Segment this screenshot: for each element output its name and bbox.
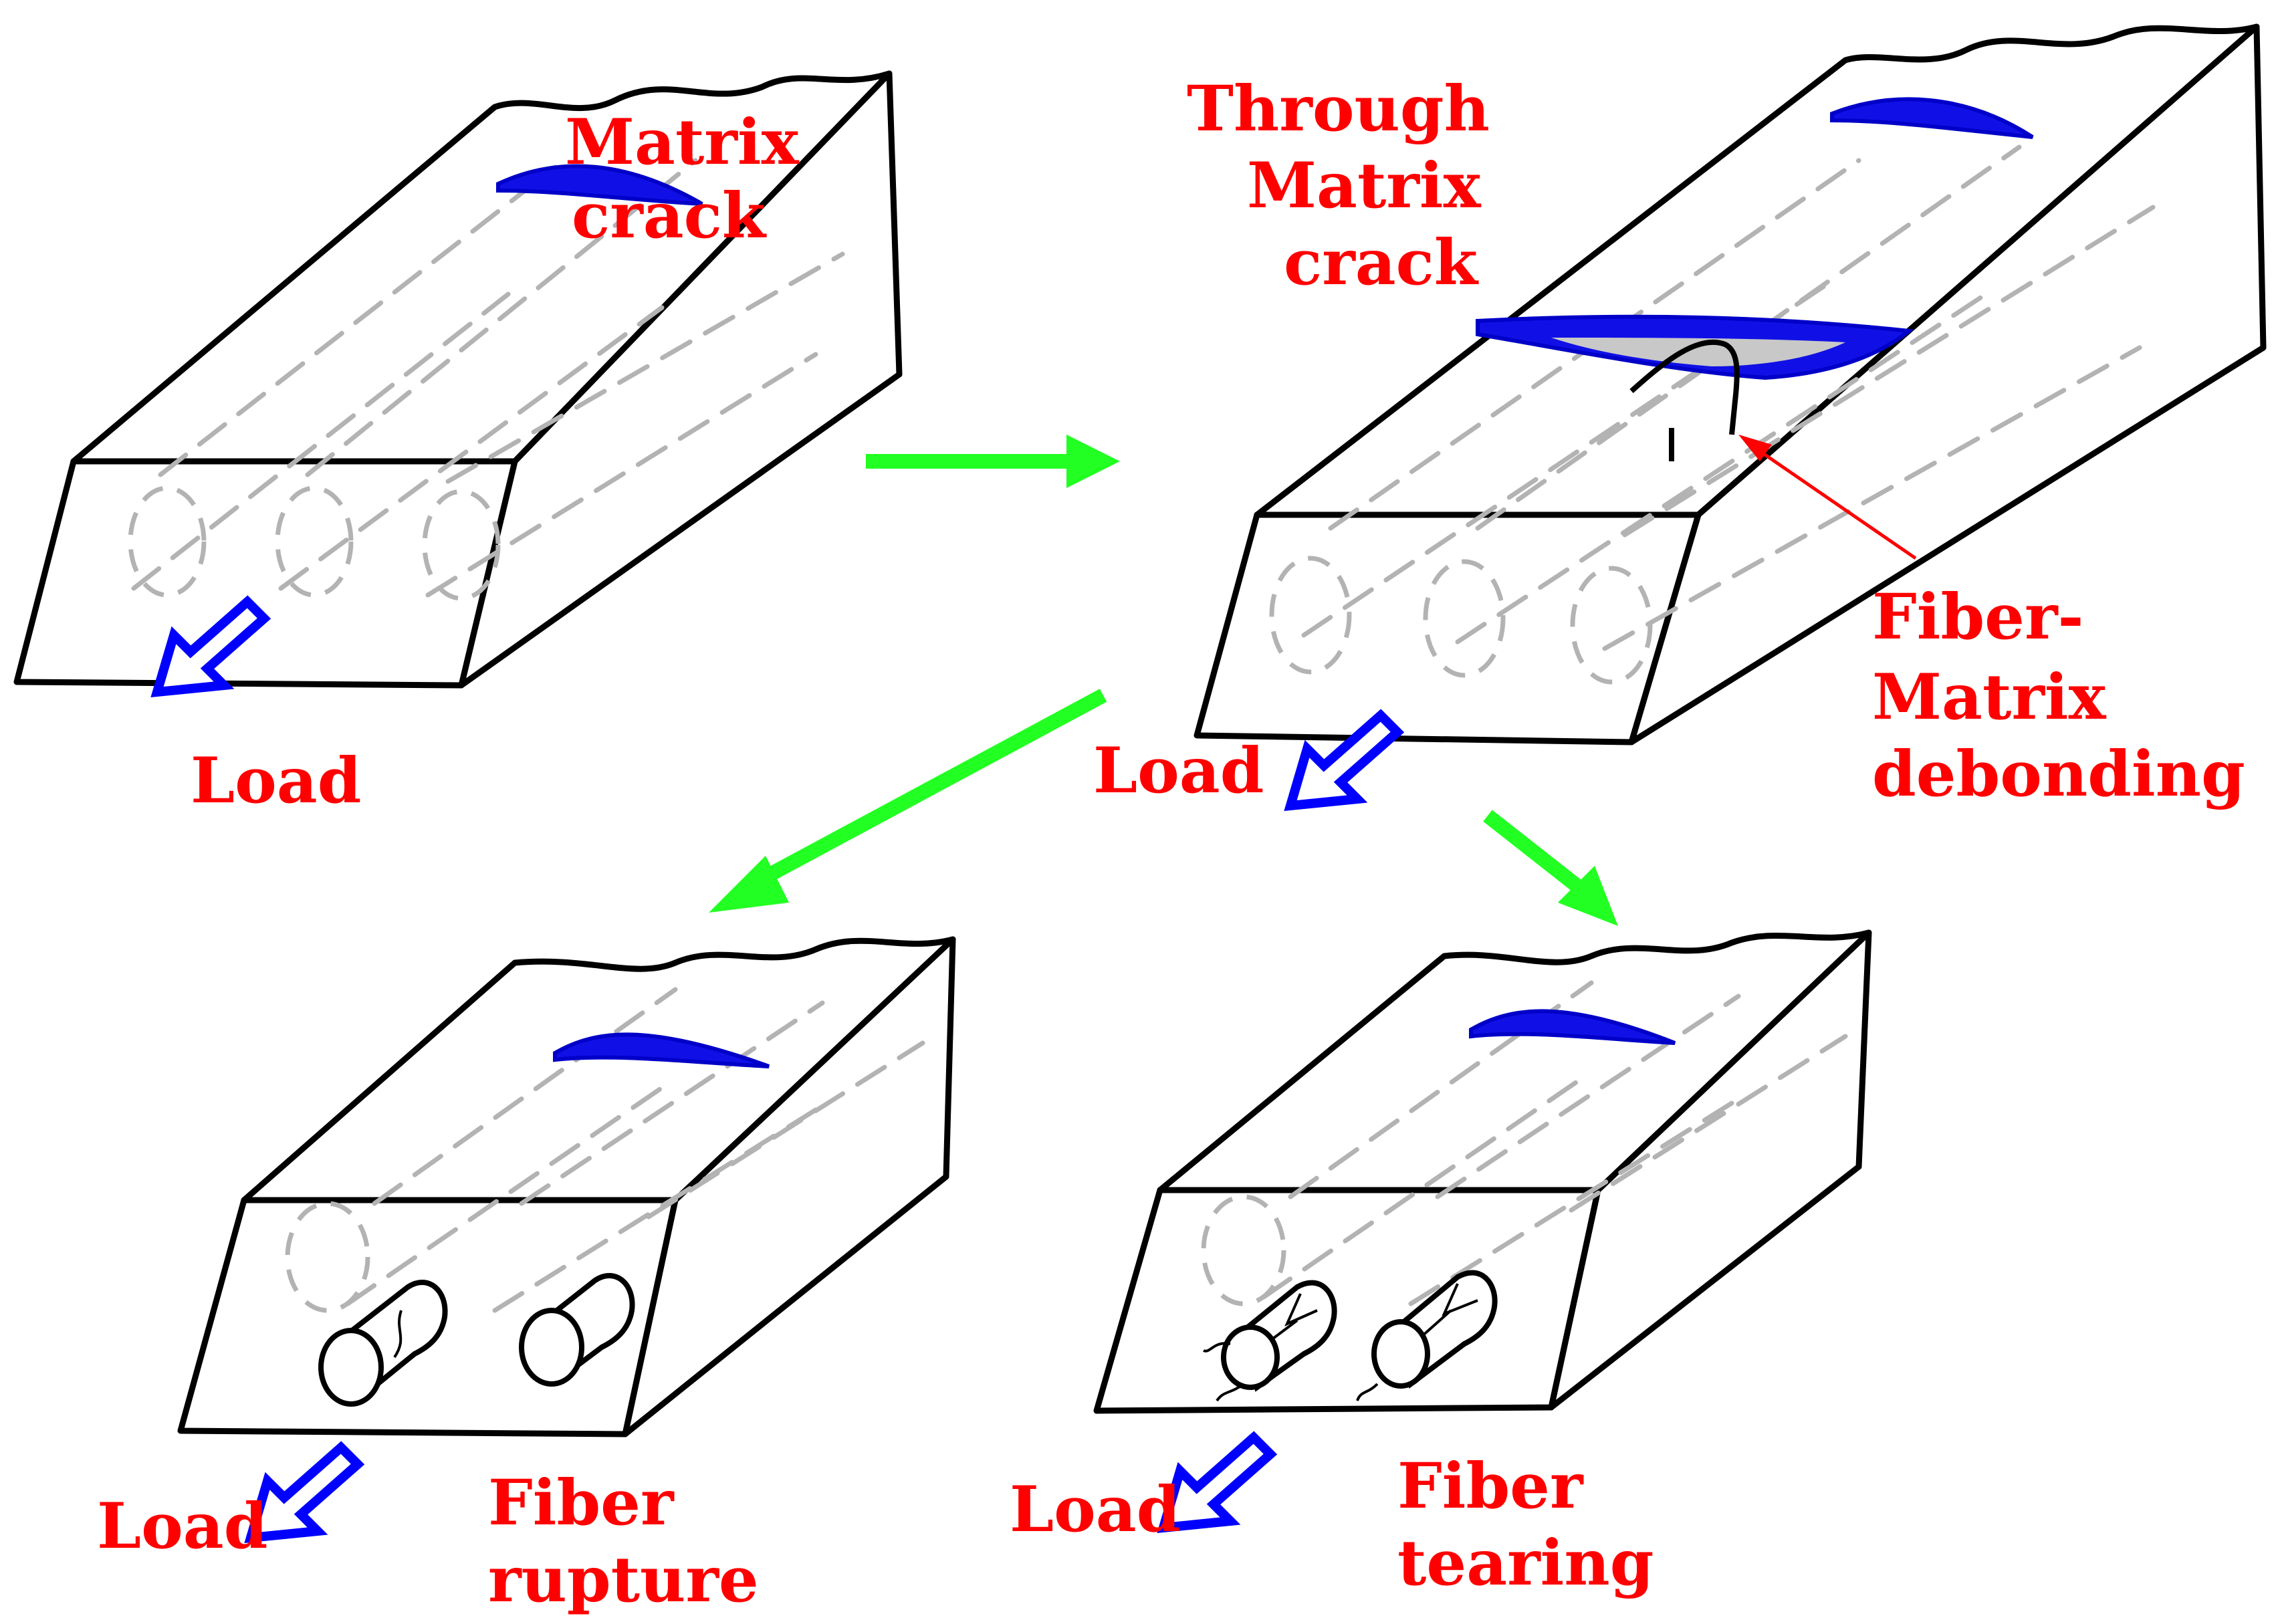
stage-2-debond-label-3: debonding xyxy=(1872,737,2245,811)
stage-4-torn-fiber-1 xyxy=(1203,1280,1337,1402)
stage-3-mode-label-2: rupture xyxy=(488,1543,759,1617)
stage-2-crack-label-3: crack xyxy=(1284,226,1479,300)
stage-2-front-face xyxy=(1193,511,1702,745)
stage-1-top-face xyxy=(70,70,893,465)
stage-2-crack-label-1: Through xyxy=(1187,72,1490,146)
stage-2-debond-label-1: Fiber- xyxy=(1872,580,2084,654)
stage-4-crack xyxy=(1469,1009,1676,1045)
stage-1-crack-label-1: Matrix xyxy=(565,106,800,179)
stage-3-top-face xyxy=(241,936,956,1203)
stage-3-ruptured-fiber-1 xyxy=(318,1280,448,1407)
stage-4-top-face xyxy=(1157,929,1872,1193)
stage-2-far-crack xyxy=(1830,97,2034,139)
stage-1-matrix-crack xyxy=(496,164,703,206)
stage-2-debonded-fiber xyxy=(1629,339,1740,461)
stage-1-load-label: Load xyxy=(191,744,361,818)
stage-4-torn-fiber-2 xyxy=(1356,1270,1498,1401)
stage-2-debond-pointer xyxy=(1754,446,1917,560)
stage-4-mode-label-2: tearing xyxy=(1397,1526,1654,1600)
stage-3-load-label: Load xyxy=(97,1490,267,1563)
stage-4-mode-label-1: Fiber xyxy=(1397,1449,1584,1523)
flow-arrow-3-icon xyxy=(1483,810,1618,926)
stage-4-load-label: Load xyxy=(1010,1473,1180,1546)
stage-4-front-face xyxy=(1093,1187,1601,1414)
stage-3-ruptured-fiber-2 xyxy=(519,1273,635,1387)
stage-3-hidden-fibers xyxy=(285,987,925,1313)
stage-2-load-label: Load xyxy=(1093,734,1264,808)
stage-1-load-arrow-icon xyxy=(150,595,271,697)
stage-2-top-face xyxy=(1254,23,2260,518)
stage-3-mode-label-1: Fiber xyxy=(488,1466,675,1540)
stage-4-load-arrow-icon xyxy=(1157,1431,1278,1533)
stage-2-debond-label-2: Matrix xyxy=(1872,661,2107,734)
stage-4-block xyxy=(1093,929,1872,1533)
stage-2-crack-opening xyxy=(1551,338,1845,366)
stage-1-front-face xyxy=(13,458,518,689)
stage-3-block xyxy=(177,936,956,1543)
flow-arrow-1-icon xyxy=(866,435,1120,488)
stage-2-crack-label-2: Matrix xyxy=(1247,149,1482,223)
stage-3-load-arrow-icon xyxy=(244,1441,365,1543)
stage-1-block xyxy=(13,70,903,697)
stage-1-crack-label-2: crack xyxy=(572,179,767,253)
stage-2-block xyxy=(1193,23,2267,811)
stage-1-hidden-fibers xyxy=(128,158,845,601)
stage-2-load-arrow-icon xyxy=(1284,709,1405,811)
flow-arrow-2-icon xyxy=(709,689,1107,913)
stage-3-crack xyxy=(553,1032,770,1068)
stage-2-debond-pointer-head xyxy=(1738,435,1772,461)
